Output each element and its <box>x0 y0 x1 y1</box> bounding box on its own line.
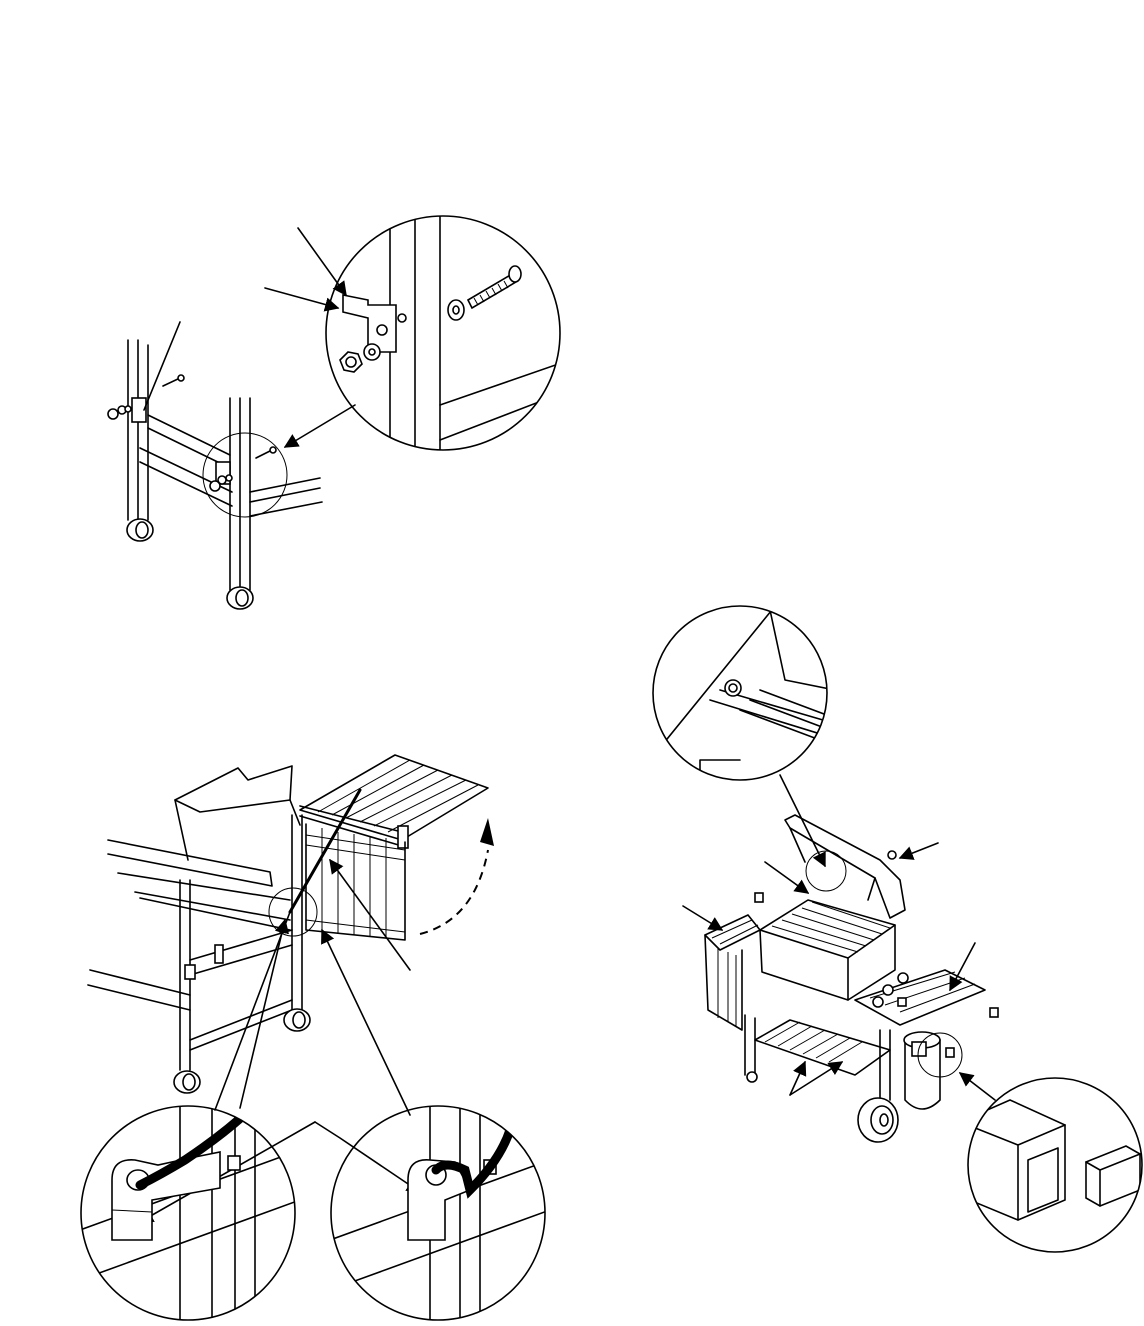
caster-icon <box>127 519 253 609</box>
bracket-icon <box>132 398 230 484</box>
wheel-icon <box>858 1098 898 1142</box>
side-table-panel <box>80 755 550 1326</box>
frame-bolt-panel <box>108 210 570 609</box>
rotation-arrow-icon <box>420 850 488 934</box>
grill-icon <box>705 815 985 1100</box>
hose-bracket-icon <box>112 1152 220 1240</box>
grill-overview-panel <box>650 600 1142 1252</box>
tank-icon <box>904 1032 940 1109</box>
caster-icon <box>174 1009 310 1093</box>
bolt-icon <box>163 375 276 458</box>
end-cap-icon <box>755 893 998 1057</box>
